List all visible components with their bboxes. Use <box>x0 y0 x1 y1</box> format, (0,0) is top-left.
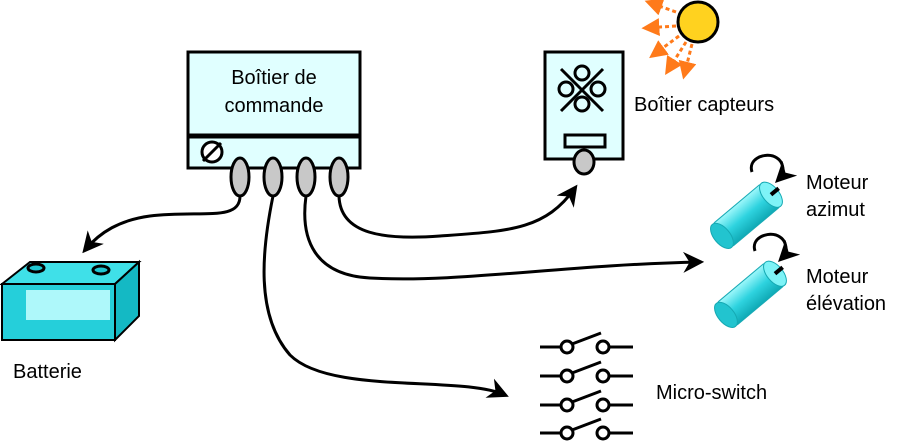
switch-3 <box>540 389 633 413</box>
sensor-cross-icon <box>557 64 607 113</box>
connector-switch <box>262 156 284 198</box>
motor-elevation-label: Moteur élévation <box>806 265 886 316</box>
cables <box>82 184 705 398</box>
cable-battery <box>82 195 242 254</box>
screw-icon <box>200 140 224 164</box>
connector-motors <box>295 156 317 198</box>
control-box-label-line1: Boîtier de <box>231 67 317 89</box>
connector-battery <box>229 156 251 198</box>
sensor-connector <box>572 148 596 176</box>
switch-4 <box>540 417 633 441</box>
sun-icon <box>641 0 720 80</box>
micro-switch-icon <box>540 331 633 441</box>
motor-azimuth-label-line2: azimut <box>806 199 865 221</box>
connectors <box>229 156 350 198</box>
battery-label: Batterie <box>13 361 82 383</box>
cable-switch <box>262 195 509 398</box>
motor-elevation-label-line1: Moteur <box>806 266 869 288</box>
battery-icon <box>0 259 142 343</box>
cable-sensor <box>337 184 578 239</box>
motor-azimuth-label-line1: Moteur <box>806 172 869 194</box>
motor-elevation-label-line2: élévation <box>806 293 887 315</box>
motor-azimuth-label: Moteur azimut <box>806 171 868 222</box>
motor-azimuth-icon <box>710 153 798 249</box>
micro-switch-label: Micro-switch <box>656 382 768 404</box>
cable-motors <box>303 195 705 281</box>
control-box <box>186 50 362 170</box>
control-box-label-line2: commande <box>224 95 324 117</box>
motor-elevation-icon <box>714 232 801 328</box>
switch-1 <box>540 331 633 355</box>
switch-2 <box>540 360 633 384</box>
rotate-arrow-icon <box>749 153 798 183</box>
rotate-arrow-icon <box>752 232 801 262</box>
sensor-box-label: Boîtier capteurs <box>634 94 775 116</box>
control-box-label: Boîtier de commande <box>188 66 360 118</box>
sensor-box <box>543 50 625 176</box>
connector-sensor <box>328 156 350 198</box>
